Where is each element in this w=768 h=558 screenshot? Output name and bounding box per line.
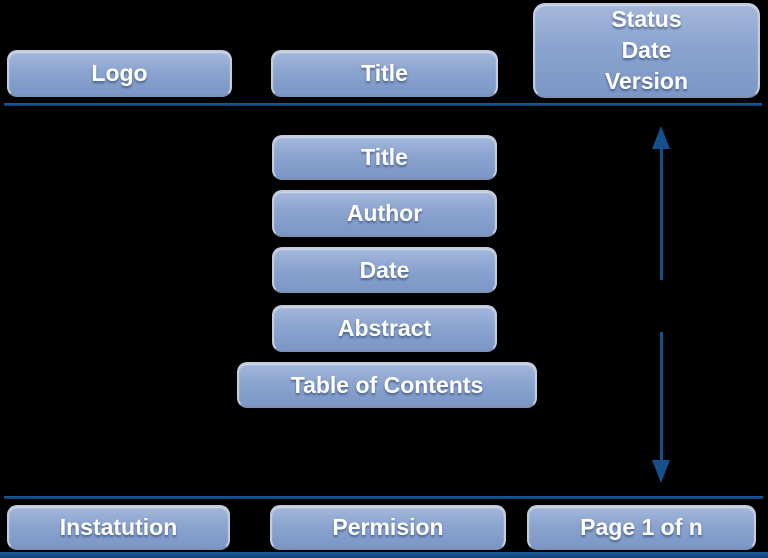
arrow-up-head-icon: [652, 126, 670, 149]
bottom-edge-line: [0, 552, 768, 558]
footer-divider-line: [4, 496, 763, 499]
institution-box: Instatution: [7, 505, 230, 550]
permission-label: Permision: [332, 514, 444, 540]
arrow-shaft-top: [660, 148, 663, 280]
body-title-box: Title: [272, 135, 497, 180]
date-label: Date: [621, 37, 672, 63]
header-title-box: Title: [271, 50, 498, 97]
body-toc-label: Table of Contents: [290, 371, 484, 398]
logo-label: Logo: [91, 60, 148, 86]
status-label: Status: [611, 6, 682, 32]
vertical-double-arrow-icon: [652, 126, 671, 483]
status-date-version-box: Status Date Version: [533, 3, 760, 98]
body-abstract-label: Abstract: [337, 315, 432, 341]
body-abstract-box: Abstract: [272, 305, 497, 352]
header-divider-line: [4, 103, 762, 106]
logo-box: Logo: [7, 50, 232, 97]
header-title-label: Title: [361, 60, 408, 86]
body-title-label: Title: [361, 144, 408, 170]
arrow-shaft-bottom: [660, 332, 663, 461]
arrow-down-head-icon: [652, 460, 670, 483]
permission-box: Permision: [270, 505, 506, 550]
body-date-box: Date: [272, 247, 497, 293]
page-number-label: Page 1 of n: [580, 514, 703, 540]
body-date-label: Date: [359, 256, 410, 283]
version-label: Version: [604, 68, 689, 94]
institution-label: Instatution: [59, 514, 178, 540]
body-author-label: Author: [346, 200, 423, 226]
page-number-box: Page 1 of n: [527, 505, 756, 550]
body-toc-box: Table of Contents: [237, 362, 537, 408]
body-author-box: Author: [272, 190, 497, 237]
